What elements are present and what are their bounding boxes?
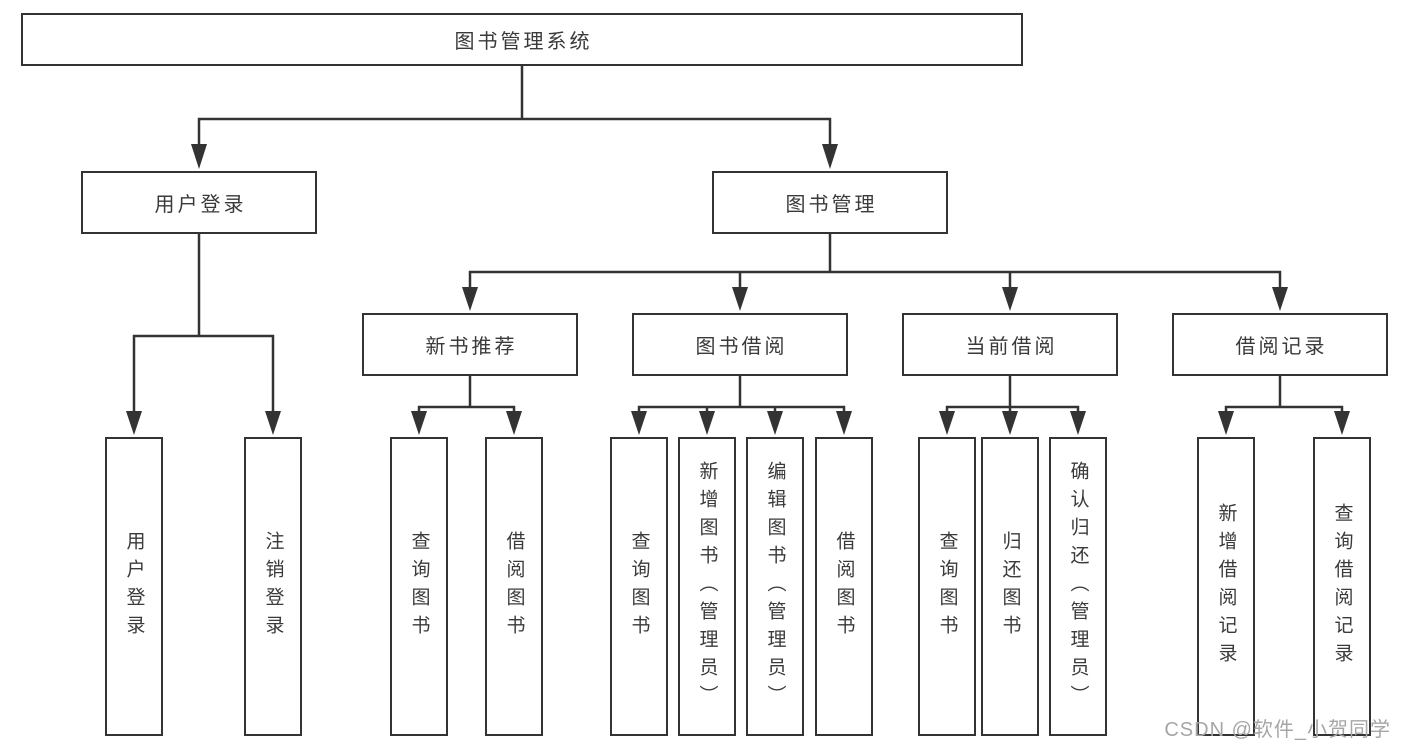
leaf-query-book-recommend: 查询图书 xyxy=(390,437,448,736)
arrowhead xyxy=(822,144,838,169)
arrowhead xyxy=(767,411,783,435)
edge-root-split xyxy=(197,62,832,148)
edge-borrow-record-split xyxy=(1224,374,1344,415)
edge-new-book-split xyxy=(417,374,516,415)
leaf-query-book-current: 查询图书 xyxy=(918,437,976,736)
arrowhead xyxy=(631,411,647,435)
node-current-borrow: 当前借阅 xyxy=(902,313,1118,376)
arrowhead xyxy=(732,287,748,311)
arrowhead xyxy=(836,411,852,435)
edge-current-borrow-split xyxy=(945,374,1080,415)
leaf-query-book-borrow: 查询图书 xyxy=(610,437,668,736)
leaf-confirm-return-admin: 确认归还（管理员） xyxy=(1049,437,1107,736)
arrowhead xyxy=(462,287,478,311)
leaf-edit-book-admin: 编辑图书（管理员） xyxy=(746,437,804,736)
arrowhead xyxy=(411,411,427,435)
leaf-add-borrow-record: 新增借阅记录 xyxy=(1197,437,1255,736)
leaf-borrow-book: 借阅图书 xyxy=(815,437,873,736)
edge-user-login-split xyxy=(132,231,275,415)
arrowhead xyxy=(126,411,142,435)
arrowhead xyxy=(939,411,955,435)
node-borrow-record: 借阅记录 xyxy=(1172,313,1388,376)
csdn-watermark: CSDN @软件_小贺同学 xyxy=(1164,719,1391,741)
leaf-query-borrow-record: 查询借阅记录 xyxy=(1313,437,1371,736)
leaf-borrow-book-recommend: 借阅图书 xyxy=(485,437,543,736)
arrowhead xyxy=(191,144,207,169)
edge-book-borrow-split xyxy=(637,374,846,415)
leaf-return-book: 归还图书 xyxy=(981,437,1039,736)
arrowhead xyxy=(506,411,522,435)
arrowhead xyxy=(1002,287,1018,311)
leaf-logout: 注销登录 xyxy=(244,437,302,736)
arrowhead xyxy=(1070,411,1086,435)
arrowhead xyxy=(699,411,715,435)
edge-book-management-split xyxy=(468,231,1282,291)
node-new-book-recommend: 新书推荐 xyxy=(362,313,578,376)
arrowhead xyxy=(1272,287,1288,311)
arrowhead xyxy=(1002,411,1018,435)
arrowhead xyxy=(265,411,281,435)
leaf-user-login: 用户登录 xyxy=(105,437,163,736)
node-user-login: 用户登录 xyxy=(81,171,317,234)
node-book-management: 图书管理 xyxy=(712,171,948,234)
node-library-system: 图书管理系统 xyxy=(21,13,1023,66)
node-book-borrow: 图书借阅 xyxy=(632,313,848,376)
arrowhead xyxy=(1218,411,1234,435)
arrowhead xyxy=(1334,411,1350,435)
leaf-add-book-admin: 新增图书（管理员） xyxy=(678,437,736,736)
